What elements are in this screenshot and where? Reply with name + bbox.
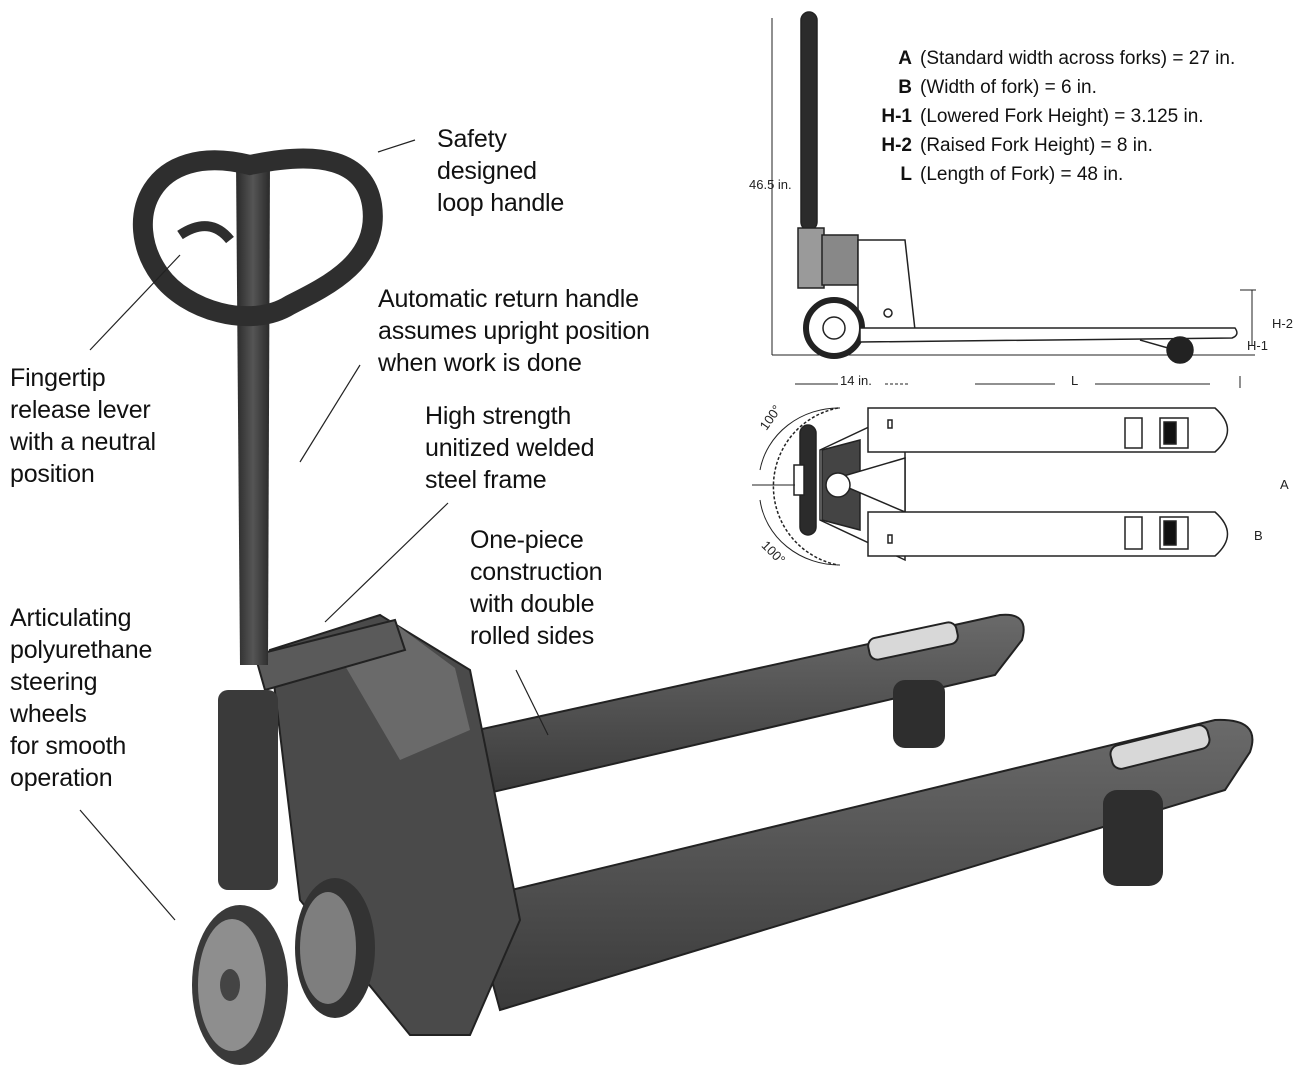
dimension-handle-depth: 14 in. [840,373,872,388]
callout-line: polyurethane [10,636,153,664]
callout-line: High strength [425,402,572,430]
callout-line: construction [470,558,603,586]
dimension-h1: H-1 [1247,338,1268,353]
spec-row-b: B (Width of fork) = 6 in. [840,73,1235,102]
callout-line: Fingertip [10,364,106,392]
spec-row-a: A (Standard width across forks) = 27 in. [840,44,1235,73]
callout-steel-frame: High strength unitized welded steel fram… [425,400,595,496]
spec-row-h1: H-1 (Lowered Fork Height) = 3.125 in. [840,102,1235,131]
spec-list: A (Standard width across forks) = 27 in.… [840,44,1235,189]
callout-line: designed [437,157,537,185]
dimension-length: L [1071,373,1079,388]
callout-line: rolled sides [470,622,595,650]
spec-key: A [898,48,912,69]
callout-one-piece: One-piece construction with double rolle… [470,524,603,652]
spec-text: (Length of Fork) = 48 in. [920,164,1124,185]
spec-text: (Standard width across forks) = 27 in. [920,48,1236,69]
callout-line: with a neutral [10,428,156,456]
pallet-truck-body [132,148,1254,1065]
callout-line: release lever [10,396,151,424]
dimension-h2: H-2 [1272,316,1293,331]
callout-line: position [10,460,95,488]
callout-steering-wheels: Articulating polyurethane steering wheel… [10,602,152,794]
dimension-width-b: B [1254,528,1263,543]
leader-lines [79,139,549,921]
callout-line: Automatic return handle [378,285,639,313]
dimension-height: 46.5 in. [749,177,792,192]
spec-text: (Lowered Fork Height) = 3.125 in. [920,106,1204,127]
callout-line: assumes upright position [378,317,650,345]
callout-line: with double [470,590,595,618]
top-view-drawing [752,376,1241,566]
spec-key: L [900,164,912,185]
callout-line: operation [10,764,113,792]
callout-line: loop handle [437,189,565,217]
callout-line: One-piece [470,526,584,554]
spec-key: H-2 [881,135,912,156]
callout-automatic-return: Automatic return handle assumes upright … [378,283,650,379]
spec-key: H-1 [881,106,912,127]
callout-line: wheels [10,700,87,728]
callout-fingertip-lever: Fingertip release lever with a neutral p… [10,362,156,490]
callout-line: steel frame [425,466,547,494]
spec-row-l: L (Length of Fork) = 48 in. [840,160,1235,189]
spec-key: B [898,77,912,98]
callout-line: steering [10,668,98,696]
spec-row-h2: H-2 (Raised Fork Height) = 8 in. [840,131,1235,160]
callout-line: when work is done [378,349,582,377]
callout-line: for smooth [10,732,127,760]
spec-text: (Width of fork) = 6 in. [920,77,1097,98]
spec-text: (Raised Fork Height) = 8 in. [920,135,1153,156]
callout-line: Articulating [10,604,132,632]
callout-loop-handle: Safety designed loop handle [437,123,564,219]
callout-line: unitized welded [425,434,595,462]
side-view-drawing [771,11,1256,364]
dimension-width-a: A [1280,477,1289,492]
callout-line: Safety [437,125,507,153]
